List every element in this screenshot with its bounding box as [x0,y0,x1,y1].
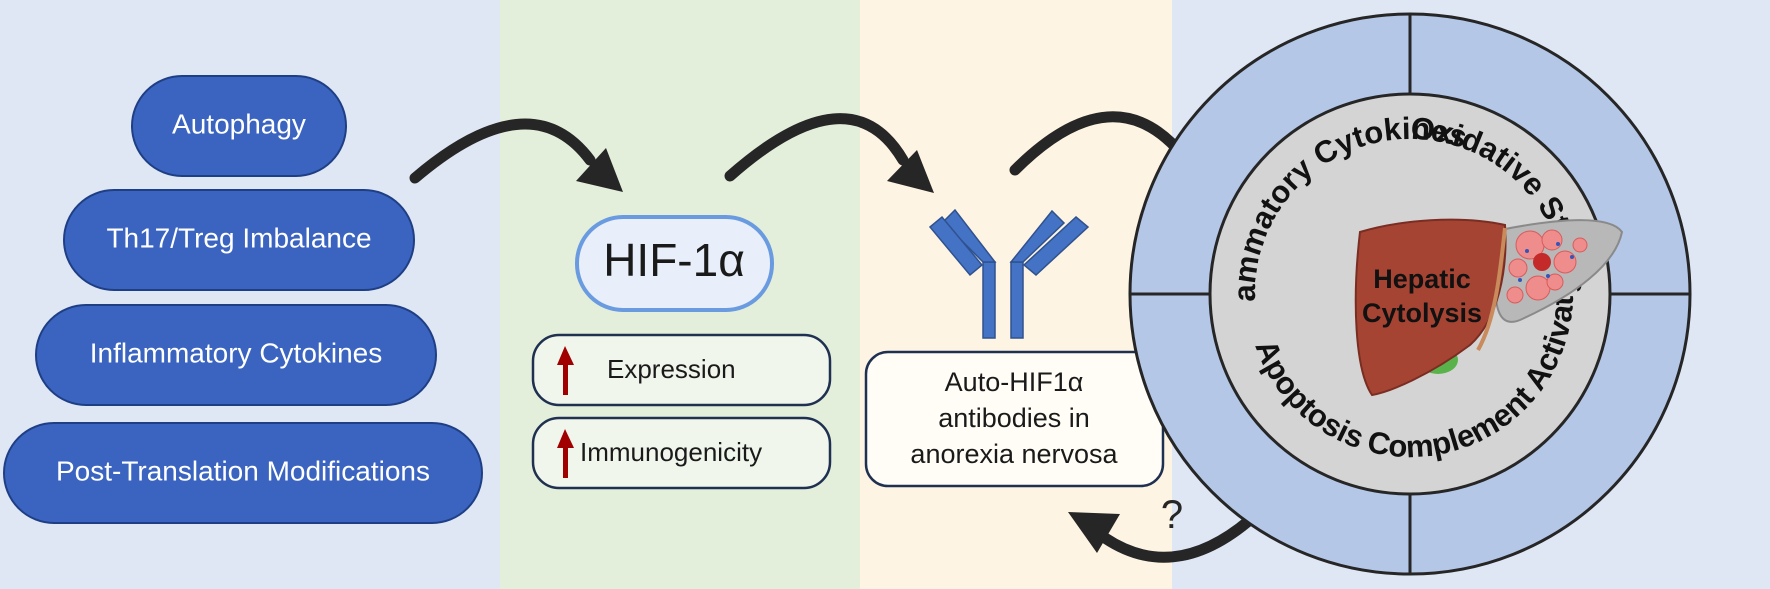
up-arrow-icon [557,429,574,478]
factor-label: Inflammatory Cytokines [90,337,383,368]
expression-label: Expression [607,354,736,384]
factor-th17-treg: Th17/Treg Imbalance [63,189,415,291]
factor-label: Th17/Treg Imbalance [106,222,371,253]
antibody-line-2: antibodies in [938,403,1090,433]
liver-label-line-2: Cytolysis [1362,298,1482,328]
factor-autophagy: Autophagy [131,75,347,177]
antibody-icon [928,208,1090,339]
antibody-line-3: anorexia nervosa [910,439,1118,469]
factor-label: Autophagy [172,108,306,139]
hif-label: HIF-1α [603,234,745,286]
factor-label: Post-Translation Modifications [56,455,430,486]
liver-icon [1354,218,1624,397]
antibody-box: Auto-HIF1α antibodies in anorexia nervos… [864,350,1165,488]
immunogenicity-label: Immunogenicity [580,437,762,467]
factor-post-translation: Post-Translation Modifications [3,422,483,524]
factor-inflammatory-cytokines: Inflammatory Cytokines [35,304,437,406]
immunogenicity-box: Immunogenicity [531,416,832,490]
up-arrow-icon [557,346,574,395]
arrow-hif-to-antibody [724,113,934,193]
hif-badge: HIF-1α [575,215,774,312]
arrow-factors-to-hif [409,118,623,192]
arrow-liver-to-antibody [1068,502,1269,563]
question-mark: ? [1161,493,1183,537]
expression-box: Expression [531,333,832,407]
liver-label-line-1: Hepatic [1373,264,1471,294]
antibody-line-1: Auto-HIF1α [945,367,1084,397]
